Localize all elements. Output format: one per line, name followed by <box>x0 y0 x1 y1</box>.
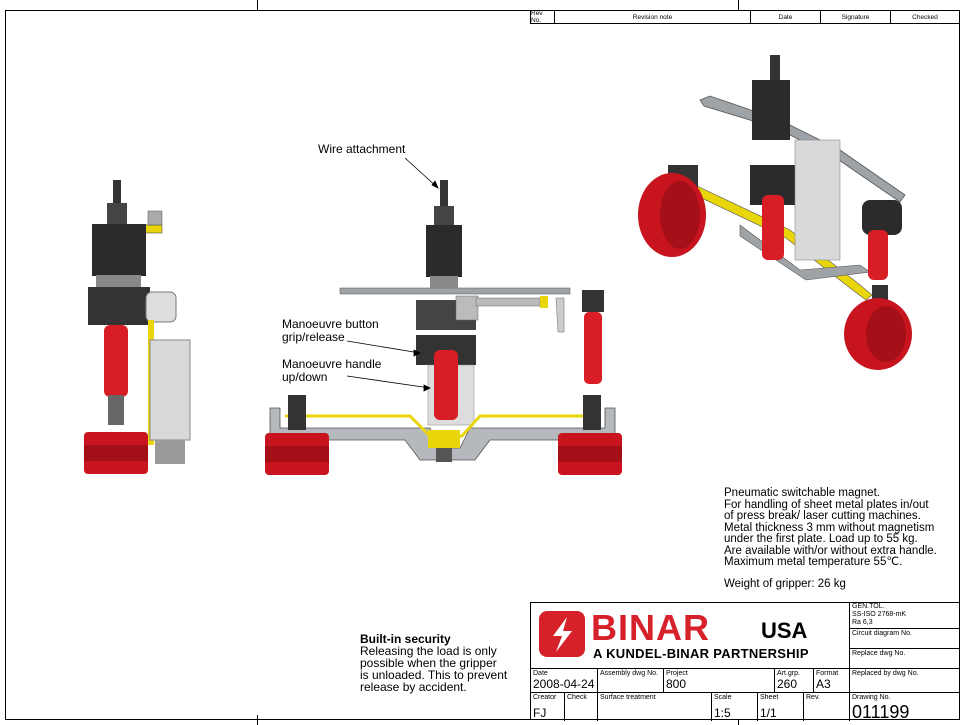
check-cell: Check <box>565 693 598 721</box>
manoeuvre-handle-line1: Manoeuvre handle <box>282 357 382 371</box>
binar-logo-mark <box>539 611 585 657</box>
manoeuvre-handle-label: Manoeuvre handle up/down <box>282 358 381 384</box>
circuit-diagram-cell: Circuit diagram No. <box>850 629 960 649</box>
drawing-no-value: 011199 <box>852 702 910 722</box>
project-value: 800 <box>666 677 687 691</box>
logo-cell <box>531 603 850 669</box>
manoeuvre-handle-line2: up/down <box>282 370 328 384</box>
drawing-no-label: Drawing No. <box>852 694 891 701</box>
manoeuvre-button-label: Manoeuvre button grip/release <box>282 318 379 344</box>
creator-value: FJ <box>533 706 547 720</box>
scale-cell: Scale 1:5 <box>712 693 758 721</box>
rev-no-header: Rev No. <box>531 10 555 24</box>
edge-tick <box>257 0 258 10</box>
security-line: Releasing the load is only <box>360 644 497 658</box>
artgrp-value: 260 <box>777 677 798 691</box>
manoeuvre-button-line1: Manoeuvre button <box>282 317 379 331</box>
artgrp-cell: Art.grp. 260 <box>775 669 814 693</box>
gripper-weight: Weight of gripper: 26 kg <box>724 578 846 590</box>
drawing-no-cell: Drawing No. 011199 <box>850 693 960 722</box>
note-line: For handling of sheet metal plates in/ou… <box>724 498 929 511</box>
date-header: Date <box>751 11 821 23</box>
date-cell: Date 2008-04-24 <box>531 669 598 693</box>
edge-tick <box>738 0 739 10</box>
artgrp-label: Art.grp. <box>777 670 800 677</box>
product-notes: Pneumatic switchable magnet. For handlin… <box>724 487 959 569</box>
wire-attachment-label: Wire attachment <box>318 142 406 156</box>
gen-tol-roughness: Ra 6,3 <box>852 619 873 626</box>
leader-lines <box>346 157 439 392</box>
sheet-value: 1/1 <box>760 706 777 720</box>
security-line: possible when the gripper <box>360 656 497 670</box>
creator-label: Creator <box>533 694 557 701</box>
front-view <box>265 180 622 475</box>
security-note: Built-in security Releasing the load is … <box>360 633 530 693</box>
note-line: Are available with/or without extra hand… <box>724 544 937 557</box>
surface-cell: Surface treatment <box>598 693 712 721</box>
security-title: Built-in security <box>360 632 451 646</box>
date-value: 2008-04-24 <box>533 677 595 691</box>
note-line: under the first plate. Load up to 55 kg. <box>724 533 918 545</box>
checked-header: Checked <box>912 13 938 21</box>
isometric-view <box>638 55 912 370</box>
sheet-cell: Sheet 1/1 <box>758 693 804 721</box>
format-cell: Format A3 <box>814 669 850 693</box>
wire-attachment-part <box>113 180 121 204</box>
revision-note-header: Revision note <box>555 11 751 23</box>
binar-logo: BINAR USA A KUNDEL-BINAR PARTNERSHIP <box>531 603 849 668</box>
surface-label: Surface treatment <box>600 694 656 701</box>
circuit-diagram-label: Circuit diagram No. <box>852 630 912 637</box>
creator-cell: Creator FJ <box>531 693 565 721</box>
replaced-by-cell: Replaced by dwg No. <box>850 669 960 693</box>
gen-tol-label: GEN.TOL. <box>852 603 885 610</box>
side-view <box>84 180 191 474</box>
lightning-icon <box>553 617 572 652</box>
rev-label: Rev. <box>806 694 820 701</box>
note-line: Pneumatic switchable magnet. <box>724 487 880 499</box>
sheet-label: Sheet <box>760 694 779 701</box>
logo-tagline: A KUNDEL-BINAR PARTNERSHIP <box>593 646 809 661</box>
logo-brand-text: BINAR <box>591 607 710 648</box>
signature-header: Signature <box>821 11 891 23</box>
date-label: Date <box>533 670 548 677</box>
replaced-by-label: Replaced by dwg No. <box>852 670 919 677</box>
edge-tick <box>257 715 258 725</box>
replace-dwg-label: Replace dwg No. <box>852 650 906 657</box>
gen-tol-cell: GEN.TOL. SS-ISO 2768-mK Ra 6,3 <box>850 603 960 629</box>
replace-dwg-cell: Replace dwg No. <box>850 649 960 669</box>
edge-tick <box>738 715 739 725</box>
revision-table: Rev No. Revision note Date Signature Che… <box>530 10 960 24</box>
check-label: Check <box>567 694 587 701</box>
format-value: A3 <box>816 677 831 691</box>
note-line: Maximum metal temperature 55℃. <box>724 556 903 568</box>
title-block: GEN.TOL. SS-ISO 2768-mK Ra 6,3 Circuit d… <box>530 602 960 722</box>
note-line: of press break/ laser cutting machines. <box>724 510 921 522</box>
assembly-label: Assembly dwg No. <box>600 670 658 677</box>
manoeuvre-button-line2: grip/release <box>282 330 345 344</box>
format-label: Format <box>816 670 839 677</box>
logo-usa-text: USA <box>761 618 808 643</box>
gen-tol-standard: SS-ISO 2768-mK <box>852 611 907 618</box>
scale-value: 1:5 <box>714 706 731 720</box>
rev-cell: Rev. <box>804 693 850 721</box>
project-cell: Project 800 <box>664 669 775 693</box>
security-line: release by accident. <box>360 680 467 694</box>
scale-label: Scale <box>714 694 732 701</box>
note-line: Metal thickness 3 mm without magnetism <box>724 521 935 534</box>
assembly-cell: Assembly dwg No. <box>598 669 664 693</box>
security-line: is unloaded. This to prevent <box>360 668 508 682</box>
project-label: Project <box>666 670 688 677</box>
